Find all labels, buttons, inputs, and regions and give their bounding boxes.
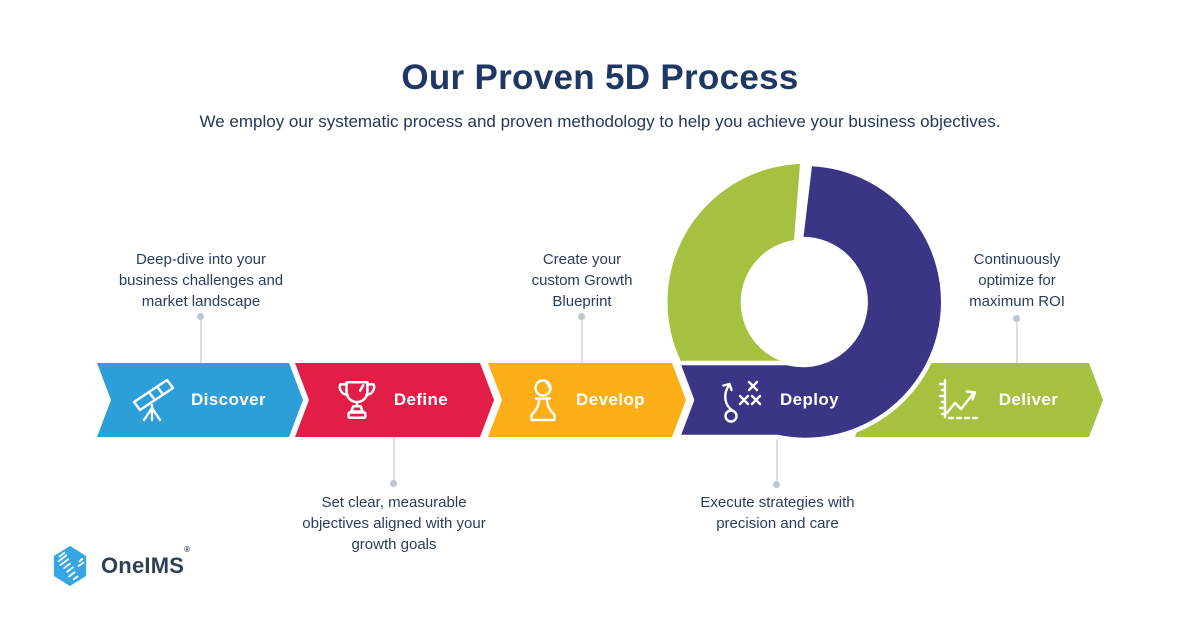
connector-line-deliver [1016,322,1018,363]
telescope-icon [128,377,178,423]
page-title: Our Proven 5D Process [401,58,799,97]
description-discover: Deep-dive into your business challenges … [118,251,284,310]
step-develop: Develop [488,363,680,437]
connector-dot-deploy [773,481,780,488]
step-label: Define [393,390,449,409]
growth-chart-icon [936,377,986,423]
step-label: Deliver [998,390,1059,409]
connector-dot-develop [578,313,585,320]
step-define: Define [295,363,488,437]
connector-line-discover [200,320,202,363]
connector-dot-deliver [1013,315,1020,322]
step-discover: Discover [97,363,297,437]
chess-pawn-icon [523,377,563,423]
oneims-logo: OneIMS® [51,544,190,588]
strategy-icon [717,377,767,423]
page-subtitle: We employ our systematic process and pro… [199,112,1001,131]
step-label: Deploy [779,390,840,409]
connector-dot-discover [197,313,204,320]
description-define: Set clear, measurable objectives aligned… [302,494,486,553]
connector-line-develop [581,320,583,363]
step-deploy: Deploy [678,363,878,437]
connector-line-deploy [776,437,778,481]
oneims-hexagon-icon [51,544,89,588]
step-label: Develop [576,390,645,409]
logo-text: OneIMS® [101,545,190,579]
description-deploy: Execute strategies with precision and ca… [700,494,855,532]
step-deliver: Deliver [912,363,1082,437]
logo-wordmark: OneIMS [101,553,185,578]
connector-dot-define [390,480,397,487]
registered-trademark-symbol: ® [184,545,191,554]
chevron-discover [97,363,303,437]
connector-line-define [393,437,395,480]
loop-arc-navy-deploy [675,161,946,443]
chevron-define [295,363,494,437]
description-deliver: Continuously optimize for maximum ROI [969,251,1065,310]
step-label: Discover [190,390,267,409]
description-develop: Create your custom Growth Blueprint [531,251,633,310]
trophy-icon [335,377,381,423]
